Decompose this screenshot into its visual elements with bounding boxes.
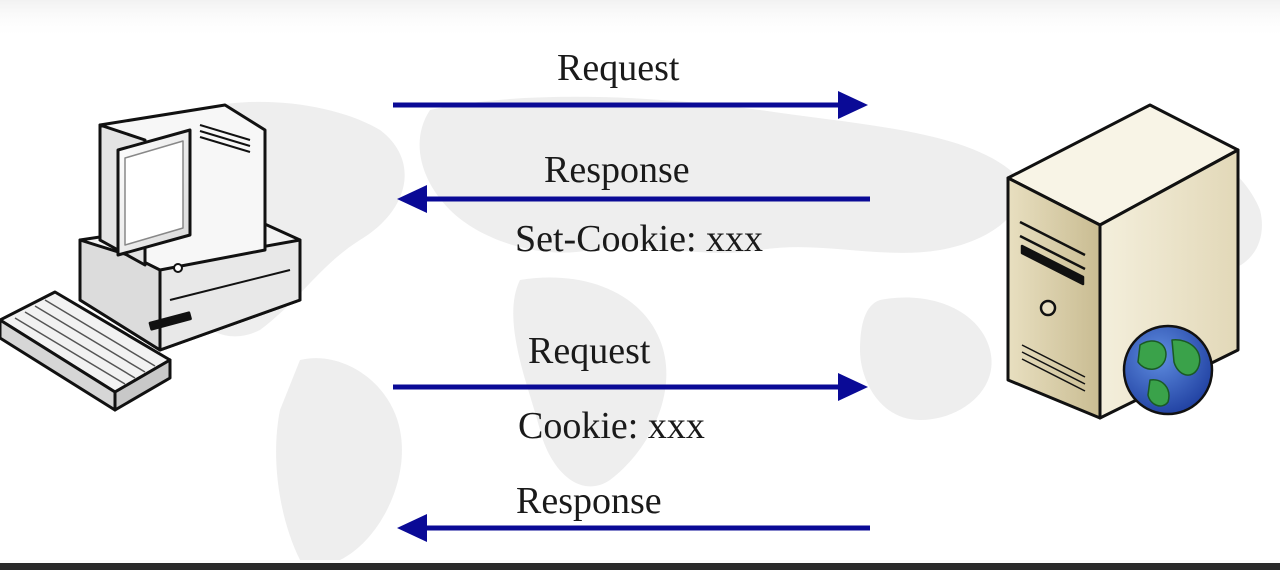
web-server-icon	[1006, 103, 1240, 420]
response-arrow-1	[397, 185, 870, 213]
response-arrow-2	[397, 514, 870, 542]
request-label-2: Request	[528, 330, 651, 372]
response-label-2: Response	[516, 480, 662, 522]
request-arrow-2	[393, 373, 868, 401]
bottom-bar	[0, 563, 1280, 570]
set-cookie-header-label: Set-Cookie: xxx	[515, 218, 764, 260]
cookie-header-label: Cookie: xxx	[518, 405, 705, 447]
request-arrow-1	[393, 91, 868, 119]
message-arrows	[393, 91, 870, 542]
request-label-1: Request	[557, 47, 680, 89]
response-label-1: Response	[544, 149, 690, 191]
globe-icon	[1122, 324, 1214, 416]
desktop-computer-icon	[0, 103, 302, 412]
